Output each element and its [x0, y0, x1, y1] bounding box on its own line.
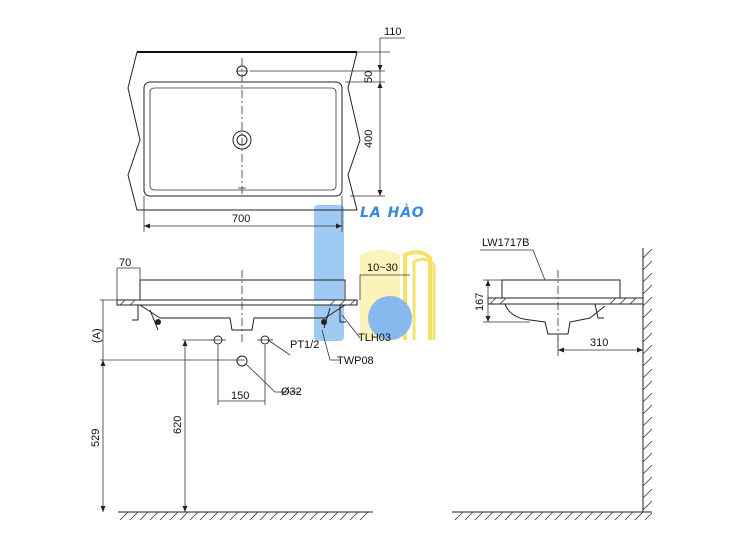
- dim-310: 310: [590, 337, 608, 349]
- side-view: LW1717B 167 310: [452, 237, 653, 521]
- side-floor-hatch: [454, 511, 653, 521]
- dim-400: 400: [363, 130, 375, 148]
- watermark-text: LA HÀO: [360, 204, 425, 221]
- dim-10-30: 10~30: [367, 262, 398, 274]
- dim-110: 110: [384, 26, 402, 38]
- dim-700: 700: [232, 213, 250, 225]
- dim-167: 167: [474, 293, 486, 311]
- front-view: 70 10~30 TLH03 TWP08 (A): [90, 257, 410, 521]
- top-view: 700 50 400 110: [127, 26, 405, 232]
- dim-70: 70: [119, 257, 131, 269]
- dim-150: 150: [231, 390, 249, 402]
- model-label: LW1717B: [482, 237, 530, 249]
- dim-620: 620: [172, 416, 184, 434]
- label-tlh03: TLH03: [358, 332, 391, 344]
- wall-hatch: [642, 248, 653, 511]
- dim-dia-32: Ø32: [281, 386, 302, 398]
- dim-50: 50: [363, 71, 375, 83]
- label-twp08: TWP08: [337, 355, 374, 367]
- dim-529: 529: [90, 429, 102, 447]
- label-pt12: PT1/2: [290, 339, 319, 351]
- watermark-logo: LA HÀO: [314, 204, 436, 341]
- label-a: (A): [91, 328, 103, 343]
- floor-hatch: [119, 511, 369, 521]
